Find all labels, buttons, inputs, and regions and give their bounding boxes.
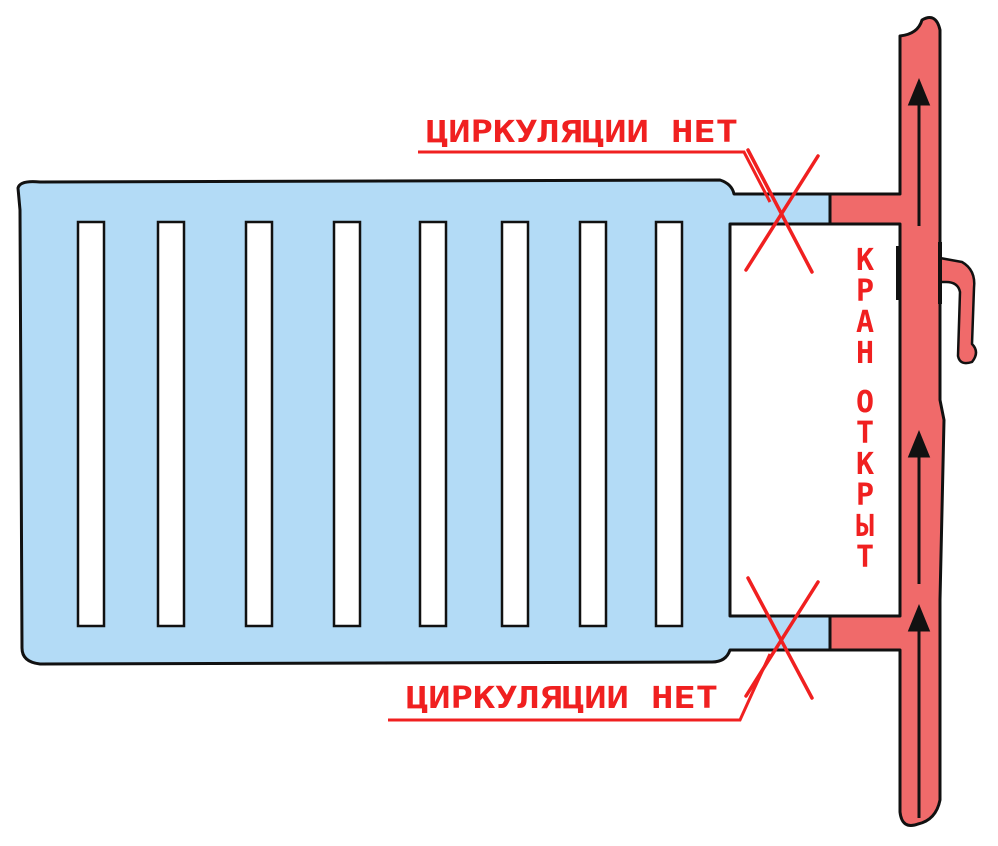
valve-handle-icon: [938, 256, 978, 365]
bottom-no-circulation-label: ЦИРКУЛЯЦИИ НЕТ: [406, 681, 718, 716]
flow-arrows: [907, 78, 931, 818]
radiator-section: [332, 220, 362, 628]
top-label-leader: [418, 150, 772, 203]
valve-label-letter: Р: [856, 478, 874, 513]
radiator-section: [578, 220, 608, 628]
radiator-section: [76, 220, 106, 628]
valve-label-letter: К: [856, 447, 874, 482]
cross-mark-icon: [744, 148, 820, 274]
valve-label-letter: Р: [856, 274, 874, 309]
radiator-sections: [76, 220, 684, 628]
valve-label-letter: Ы: [856, 509, 874, 544]
radiator-section: [418, 220, 448, 628]
valve-label-letter: О: [856, 385, 874, 420]
flow-arrow-icon: [907, 430, 931, 584]
radiator-section: [654, 220, 684, 628]
radiator: [16, 178, 832, 666]
radiator-section: [244, 220, 274, 628]
bottom-label-leader: [388, 653, 772, 722]
valve-label-letter: Т: [856, 416, 874, 451]
label-leaders: [388, 150, 772, 722]
top-no-circulation-label: ЦИРКУЛЯЦИИ НЕТ: [426, 115, 738, 150]
riser-body: [828, 16, 946, 827]
radiator-section: [500, 220, 530, 628]
flow-arrow-icon: [907, 78, 931, 226]
riser-pipe: [828, 16, 978, 827]
valve-label-letter: А: [856, 305, 874, 340]
flow-arrow-icon: [907, 604, 931, 818]
valve-label-letter: Н: [856, 336, 874, 371]
radiator-section: [156, 220, 186, 628]
valve-label-letter: К: [856, 243, 874, 278]
valve-label-letter: Т: [856, 540, 874, 575]
